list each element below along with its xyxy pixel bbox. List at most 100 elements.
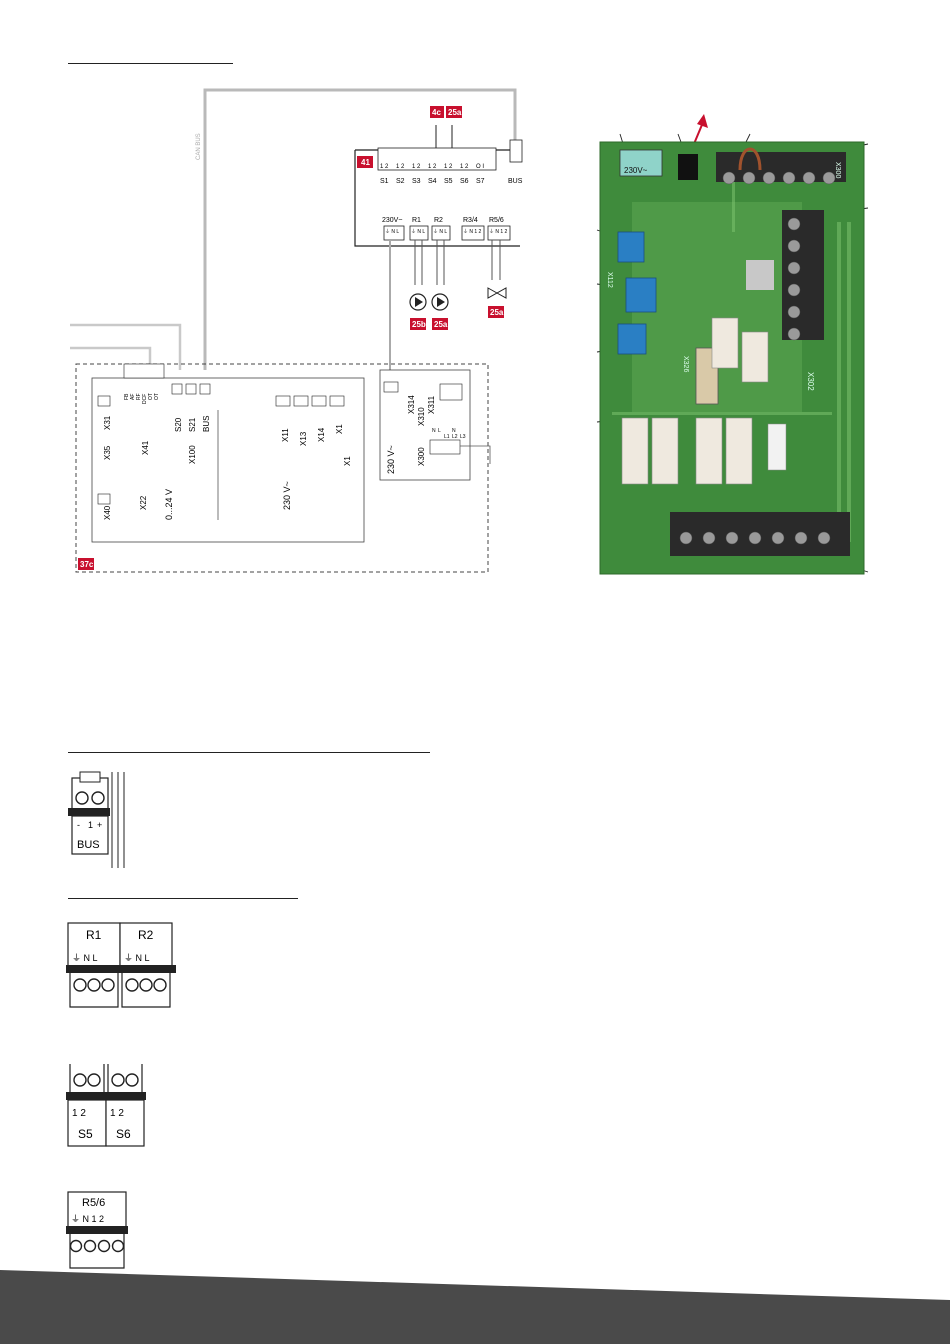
valve-icon	[487, 287, 507, 299]
terminal-x31	[97, 395, 111, 407]
blue-connector-3	[617, 323, 647, 355]
aux-pin-l1: L1	[444, 434, 450, 440]
terminal-s21	[185, 383, 197, 395]
sensor-label-s6: S6	[460, 178, 469, 185]
lv-label-s21: S21	[188, 417, 197, 432]
aux-label-x300: X300	[417, 447, 426, 466]
power-block-r2	[431, 225, 451, 241]
sensor-pins-4: 1 2	[428, 164, 437, 170]
lv-label-bus: BUS	[202, 416, 211, 432]
output-badge-3: 25a	[490, 308, 504, 317]
lv-label-x31: X31	[103, 415, 112, 430]
hv-terminal-x11	[275, 395, 291, 407]
aux-terminal-x314	[383, 381, 399, 393]
relay-pins-r2: ⏚ N L	[124, 953, 150, 963]
relay-box-r2	[119, 922, 173, 968]
sensor-pins-7: O I	[476, 164, 484, 170]
valve-connector-detail: R5/6 ⏚ N 1 2	[66, 1191, 128, 1269]
module-badge: 41	[361, 158, 370, 167]
relay-screws	[73, 978, 167, 992]
output-badge-2: 25a	[434, 320, 448, 329]
terminal-lowvoltage	[123, 363, 165, 379]
lv-pin-ot2: OT	[154, 393, 160, 400]
relay-housing	[69, 973, 171, 1008]
controller-badge: 37c	[80, 560, 94, 569]
aux-voltage: 230 V~	[386, 445, 396, 474]
output-badge-bg-1	[410, 318, 426, 330]
aux-cable	[460, 445, 491, 464]
sensor-pins-3: 1 2	[412, 164, 421, 170]
power-label-r1: R1	[412, 217, 421, 224]
pins-r2: ⏚ N L	[433, 228, 447, 235]
lv-label-x41: X41	[141, 440, 150, 455]
blue-connector-1	[617, 231, 645, 263]
hv-label-x11: X11	[281, 428, 290, 442]
valve-box	[67, 1191, 127, 1229]
aux-terminal-x311	[439, 383, 463, 401]
sensor-box-s5	[67, 1099, 107, 1147]
pins-230: ⏚ N L	[385, 228, 399, 235]
board-label-x302: X302	[806, 372, 815, 391]
sensor-label-s5: S5	[444, 178, 453, 185]
sensor-wires	[435, 125, 453, 148]
aux-pin-n2: N	[452, 428, 456, 434]
bus-screw-2	[91, 791, 105, 805]
sensor-badge-bg-1	[430, 106, 444, 118]
hv-terminal-x1	[329, 395, 345, 407]
sensor-label-s2: S2	[396, 178, 405, 185]
sensor-pins-2: 1 2	[396, 164, 405, 170]
lv-voltage: 0...24 V	[164, 489, 174, 520]
bus-connector-top	[79, 771, 101, 783]
bus-connector-label: BUS	[77, 839, 100, 851]
controller-badge-bg	[78, 558, 94, 570]
sensor-label-s1: S1	[380, 178, 389, 185]
power-label-r34: R3/4	[463, 217, 478, 224]
aux-label-x311: X311	[427, 395, 436, 414]
lv-label-s20: S20	[174, 417, 183, 432]
hv-terminal-x13	[293, 395, 309, 407]
aux-label-x310: X310	[417, 407, 426, 426]
section-rule-bus	[68, 752, 430, 753]
power-block-230	[383, 225, 405, 241]
pins-r34: ⏚ N 1 2	[463, 228, 482, 235]
lv-label-x22: X22	[139, 495, 148, 510]
hv-label-x1a: X1	[335, 424, 344, 434]
sensor-label-s3: S3	[412, 178, 421, 185]
sensor-badge-1: 4c	[432, 108, 441, 117]
bus-pin-minus: -	[77, 820, 80, 830]
lv-label-x35: X35	[103, 445, 112, 460]
relay-label-r1: R1	[86, 928, 102, 942]
terminal-strip-right	[782, 210, 824, 340]
can-bus-cable	[203, 88, 517, 370]
sensor-box-s6	[105, 1099, 145, 1147]
hv-label-x14: X14	[317, 427, 326, 442]
output-badge-bg-3	[488, 306, 504, 318]
bridge-wire	[738, 147, 762, 171]
bus-pin-plus: +	[97, 820, 102, 830]
terminal-s20	[171, 383, 183, 395]
relay-bank-lower	[621, 417, 753, 485]
pins-r1: ⏚ N L	[411, 228, 425, 235]
can-bus-label: CAN BUS	[196, 133, 202, 160]
hv-label-x1b: X1	[343, 456, 352, 466]
sensor-connector-detail: 1 2 1 2 S5 S6	[66, 1064, 146, 1147]
power-label-r2: R2	[434, 217, 443, 224]
terminal-screws-top	[722, 171, 836, 185]
section-rule-top	[68, 63, 233, 64]
power-block-r34	[461, 225, 485, 241]
sensor-screws	[73, 1073, 139, 1087]
valve-housing	[69, 1234, 125, 1269]
connector-230v	[619, 149, 663, 177]
white-chip	[767, 423, 787, 471]
hv-terminal-x14	[311, 395, 327, 407]
sensor-badge-2: 25a	[448, 108, 462, 117]
grey-component	[746, 260, 774, 290]
relay-connector-detail: R1 R2 ⏚ N L ⏚ N L	[66, 922, 176, 1008]
bus-pin-1: 1	[88, 820, 93, 830]
sensor-label-s5-detail: S5	[78, 1127, 93, 1141]
sensor-label-s4: S4	[428, 178, 437, 185]
board-label-x112: X112	[606, 272, 613, 288]
relay-pins-r1: ⏚ N L	[72, 953, 98, 963]
pins-r56: ⏚ N 1 2	[489, 228, 508, 235]
sensor-label-s6-detail: S6	[116, 1127, 131, 1141]
